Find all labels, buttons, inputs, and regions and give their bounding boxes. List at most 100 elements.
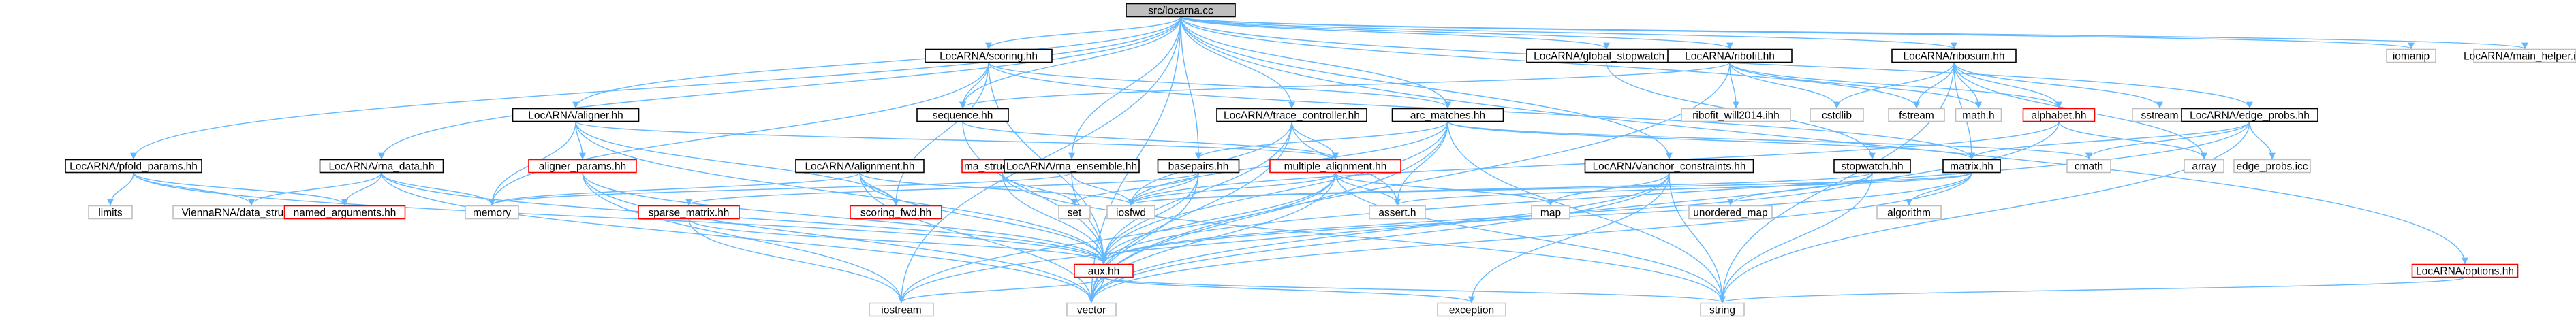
- edge-basepairs-to-vector: [1088, 172, 1199, 303]
- edge-arcm-to-matrix: [1447, 120, 1975, 160]
- node-rnadata[interactable]: LocARNA/rna_data.hh: [319, 159, 444, 174]
- edge-root-to-rnaens: [1068, 16, 1181, 160]
- edge-root-to-anchor: [1180, 16, 1673, 160]
- node-ribosum[interactable]: LocARNA/ribosum.hh: [1891, 48, 2017, 63]
- node-box-iomanip: [2386, 48, 2436, 63]
- node-set: set: [1058, 205, 1091, 220]
- node-box-map: [1531, 205, 1570, 220]
- node-map: map: [1531, 205, 1570, 220]
- node-label-stopwatch: stopwatch.hh: [1841, 161, 1903, 173]
- edge-matrix-to-algorithm: [1906, 172, 1972, 206]
- edge-arcm-to-aux: [1100, 121, 1448, 265]
- edge-pfold-to-namedargs: [133, 172, 348, 206]
- node-box-asserth: [1369, 205, 1426, 220]
- edge-scoring-to-scoringfwd: [893, 62, 989, 206]
- node-label-alphabet: alphabet.hh: [2031, 110, 2086, 122]
- node-cstdlib: cstdlib: [1810, 108, 1864, 122]
- edge-edgeprobs-to-edgeprobsicc: [2249, 121, 2276, 160]
- node-box-options: [2411, 263, 2519, 278]
- node-box-arcm: [1391, 108, 1504, 122]
- node-alphabet[interactable]: alphabet.hh: [2022, 108, 2096, 122]
- node-box-ribosum: [1891, 48, 2017, 63]
- node-label-pfold: LocARNA/pfold_params.hh: [69, 161, 198, 173]
- edge-root-to-iomanip: [1180, 16, 2415, 50]
- edge-basepairs-to-set: [1071, 172, 1199, 206]
- node-box-alignment: [795, 159, 925, 174]
- edge-aux-to-string: [1103, 276, 1726, 303]
- node-label-ribosum: LocARNA/ribosum.hh: [1903, 51, 2004, 63]
- node-box-array: [2184, 159, 2224, 174]
- node-ribofitwl: ribofit_will2014.ihh: [1681, 108, 1791, 122]
- node-label-options: LocARNA/options.hh: [2416, 266, 2514, 278]
- node-basepairs[interactable]: basepairs.hh: [1157, 159, 1240, 174]
- edge-root-to-gsw: [1180, 16, 1610, 50]
- node-sequence[interactable]: sequence.hh: [916, 108, 1009, 122]
- edge-mastruct-to-string: [1002, 172, 1726, 303]
- node-stopwatch[interactable]: stopwatch.hh: [1833, 159, 1911, 174]
- node-trace[interactable]: LocARNA/trace_controller.hh: [1216, 108, 1367, 122]
- edge-scoring-to-arcm: [988, 62, 1451, 109]
- node-label-root: src/locarna.cc: [1148, 5, 1213, 17]
- node-box-namedargs: [283, 205, 406, 220]
- edge-ribosum-to-fstream: [1913, 62, 1955, 109]
- node-scoringfwd[interactable]: scoring_fwd.hh: [850, 205, 942, 220]
- node-aligner[interactable]: LocARNA/aligner.hh: [512, 108, 640, 122]
- edge-multial-to-iostream: [898, 172, 1336, 303]
- edge-ribofit-to-sequence: [959, 61, 1731, 109]
- node-limits: limits: [88, 205, 133, 220]
- node-label-iosfwd: iosfwd: [1116, 208, 1146, 219]
- node-label-cstdlib: cstdlib: [1822, 110, 1852, 122]
- node-label-cmath: cmath: [2075, 161, 2103, 173]
- node-pfold[interactable]: LocARNA/pfold_params.hh: [65, 159, 202, 174]
- node-box-edgeprobsicc: [2233, 159, 2311, 174]
- node-alparams[interactable]: aligner_params.hh: [528, 159, 637, 174]
- edge-multial-to-aux: [1100, 172, 1336, 265]
- edge-anchor-to-string: [1669, 172, 1726, 303]
- edge-basepairs-to-sparsematrix: [685, 171, 1199, 206]
- edge-stopwatch-to-aux: [1100, 172, 1873, 265]
- edge-ribofit-to-ribofitwl: [1729, 62, 1739, 109]
- node-ribofit[interactable]: LocARNA/ribofit.hh: [1667, 48, 1793, 63]
- node-root[interactable]: src/locarna.cc: [1126, 3, 1236, 18]
- edge-aligner-to-scoringfwd: [575, 121, 899, 206]
- edge-alphabet-to-array: [2058, 121, 2207, 160]
- node-exception: exception: [1437, 302, 1506, 317]
- node-anchor[interactable]: LocARNA/anchor_constraints.hh: [1584, 159, 1754, 174]
- node-label-sparsematrix: sparse_matrix.hh: [649, 208, 730, 219]
- node-box-anchor: [1584, 159, 1754, 174]
- node-label-mainhelper: LocARNA/main_helper.icc: [2464, 51, 2576, 63]
- edge-multial-to-map: [1335, 172, 1554, 206]
- node-gsw[interactable]: LocARNA/global_stopwatch.hh: [1526, 48, 1687, 63]
- node-box-basepairs: [1157, 159, 1240, 174]
- node-alignment[interactable]: LocARNA/alignment.hh: [795, 159, 925, 174]
- node-multial[interactable]: multiple_alignment.hh: [1269, 159, 1401, 174]
- node-box-root: [1126, 3, 1236, 18]
- node-label-sequence: sequence.hh: [933, 110, 993, 122]
- node-box-ribofit: [1667, 48, 1793, 63]
- edge-rnadata-to-vector: [381, 172, 1095, 303]
- node-label-string: string: [1709, 305, 1735, 316]
- node-namedargs[interactable]: named_arguments.hh: [283, 205, 406, 220]
- edge-edgeprobs-to-cmath: [2085, 121, 2250, 160]
- node-scoring[interactable]: LocARNA/scoring.hh: [925, 48, 1053, 63]
- node-aux[interactable]: aux.hh: [1074, 263, 1134, 278]
- edge-edgeprobs-to-string: [1719, 121, 2250, 303]
- edge-options-to-string: [1719, 276, 2466, 303]
- node-matrix[interactable]: matrix.hh: [1942, 159, 2001, 174]
- node-label-ribofitwl: ribofit_will2014.ihh: [1692, 110, 1780, 122]
- node-arcm[interactable]: arc_matches.hh: [1391, 108, 1504, 122]
- node-sparsematrix[interactable]: sparse_matrix.hh: [638, 205, 740, 220]
- edge-ribofit-to-cstdlib: [1729, 62, 1840, 109]
- node-edgeprobs[interactable]: LocARNA/edge_probs.hh: [2181, 108, 2318, 122]
- node-label-namedargs: named_arguments.hh: [294, 208, 397, 219]
- edge-pfold-to-aux: [133, 172, 1107, 265]
- node-label-fstream: fstream: [1899, 110, 1934, 122]
- edge-ribosum-to-cstdlib: [1833, 62, 1955, 109]
- node-cmath: cmath: [2066, 159, 2111, 174]
- node-box-aux: [1074, 263, 1134, 278]
- node-rnaens[interactable]: LocARNA/rna_ensemble.hh: [1004, 159, 1140, 174]
- edge-root-to-options: [1180, 16, 2468, 265]
- node-options[interactable]: LocARNA/options.hh: [2411, 263, 2519, 278]
- node-box-multial: [1269, 159, 1401, 174]
